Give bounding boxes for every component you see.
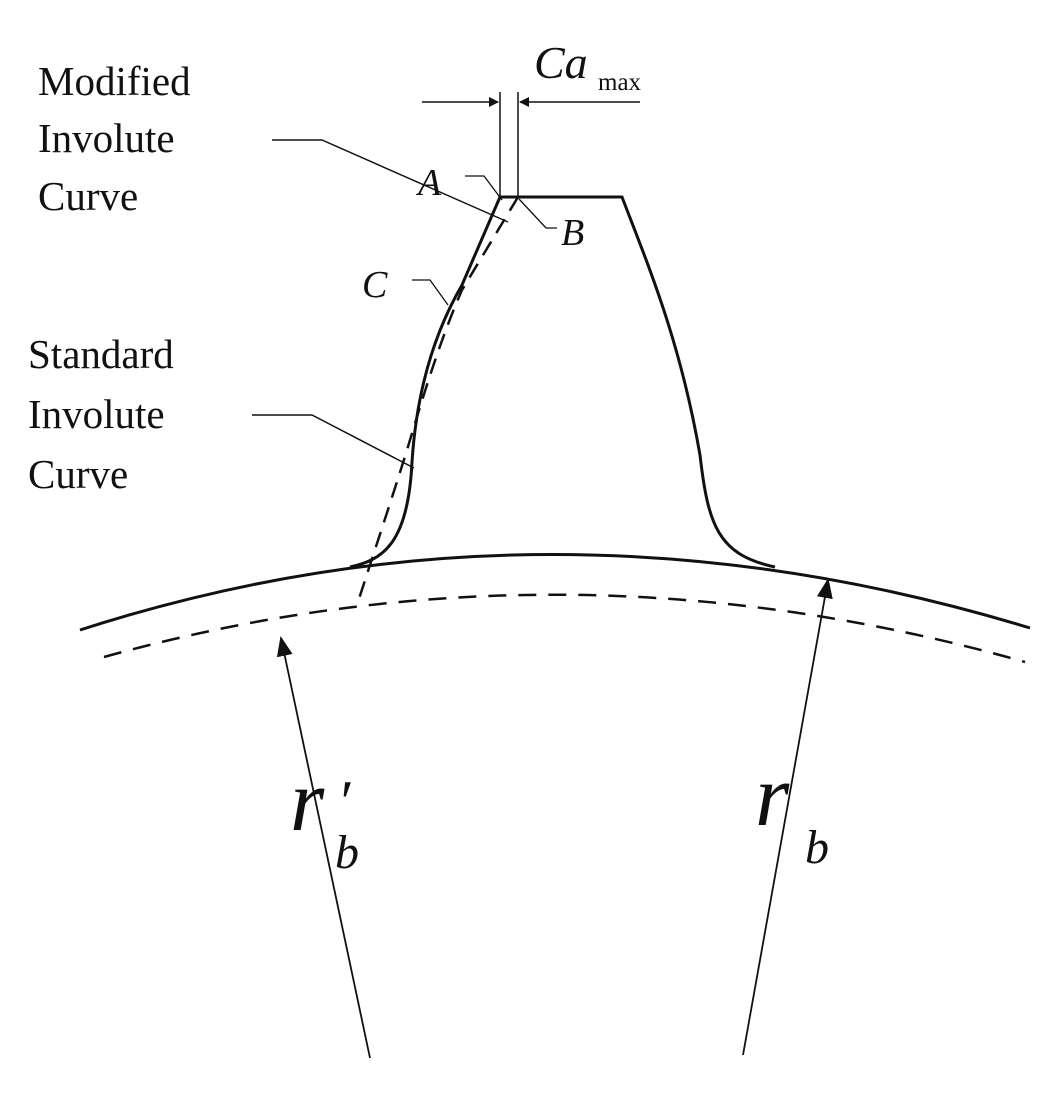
leader-point-c [412, 279, 449, 306]
label-modified-line2: Involute [38, 115, 175, 161]
radius-arrow-rb-prime [276, 636, 371, 1059]
label-ca-subscript: max [598, 69, 642, 96]
leader-standard-involute [252, 414, 415, 469]
label-point-b: B [561, 212, 584, 254]
label-rb-prime-subscript: b [335, 826, 359, 879]
label-point-a: A [415, 162, 442, 204]
base-circle-dashed [103, 593, 1026, 664]
leader-modified-involute [272, 139, 509, 223]
label-ca: Ca [534, 37, 588, 88]
label-point-c: C [362, 264, 388, 306]
label-rb-subscript: b [805, 821, 829, 874]
leader-point-a [465, 175, 503, 201]
label-modified-line3: Curve [38, 173, 138, 219]
label-standard-line2: Involute [28, 391, 165, 437]
standard-involute-dashed [355, 196, 520, 606]
root-circle-solid [79, 553, 1031, 632]
tooth-profile-modified [349, 195, 776, 569]
radius-arrow-rb [742, 578, 833, 1056]
leader-point-b [518, 198, 557, 229]
label-rb-prime: r [290, 753, 325, 850]
label-rb-prime-mark: ′ [337, 769, 351, 835]
label-standard-line1: Standard [28, 331, 174, 377]
label-rb: r [755, 748, 790, 845]
label-modified-line1: Modified [38, 58, 191, 104]
label-standard-line3: Curve [28, 451, 128, 497]
